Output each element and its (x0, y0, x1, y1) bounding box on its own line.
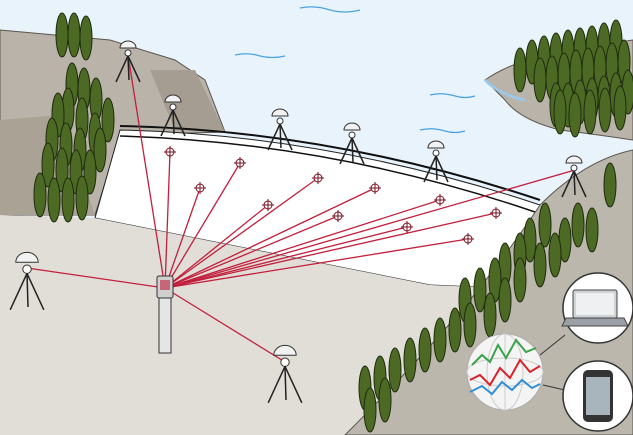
sight-line (164, 169, 576, 289)
sight-line (164, 238, 469, 289)
water-ripples (234, 6, 476, 134)
target-prism-icon (332, 210, 344, 222)
sight-line (164, 287, 286, 363)
gnss-tripod-icon (339, 122, 365, 165)
target-prism-icon (490, 207, 502, 219)
tree-icon (41, 142, 55, 188)
gnss-tripod-icon (115, 40, 141, 83)
sight-line (164, 204, 269, 289)
target-prism-icon (234, 157, 246, 169)
tree-icon (498, 277, 512, 323)
sight-line (164, 215, 339, 289)
target-prism-icon (462, 233, 474, 245)
tree-icon (603, 162, 617, 208)
tree-icon (613, 85, 627, 131)
chart-line-green (471, 338, 537, 366)
sight-line (164, 187, 201, 289)
target-prism-icon (194, 182, 206, 194)
sight-line (164, 226, 408, 289)
tree-icon (403, 337, 417, 383)
tree-icon (598, 87, 612, 133)
gnss-tripod-icon (160, 94, 186, 137)
gnss-tripod-icon (267, 108, 293, 151)
tree-icon (55, 12, 69, 58)
sight-lines (26, 54, 576, 363)
tree-icon (538, 202, 552, 248)
sight-line (26, 267, 166, 289)
tree-icon (93, 127, 107, 173)
tree-icon (513, 257, 527, 303)
tree-icon (67, 12, 81, 58)
sight-line (164, 199, 441, 289)
tree-icon (418, 327, 432, 373)
sight-line (127, 54, 166, 289)
tree-icon (473, 267, 487, 313)
gnss-tripod-icon (267, 344, 303, 404)
sight-line (164, 162, 241, 289)
tree-icon (75, 175, 89, 221)
total-station-icon (156, 275, 174, 354)
tree-icon (79, 15, 93, 61)
tree-icon (533, 57, 547, 103)
target-prism-icon (312, 172, 324, 184)
data-globe-icon (466, 333, 544, 411)
tree-icon (363, 387, 377, 433)
tree-icon (448, 307, 462, 353)
tree-icon (61, 177, 75, 223)
sight-line (164, 177, 319, 289)
tree-icon (101, 97, 115, 143)
tree-icon (83, 149, 97, 195)
dam-crest (119, 125, 541, 201)
tree-icon (433, 317, 447, 363)
target-prism-icon (434, 194, 446, 206)
tree-icon (47, 177, 61, 223)
tree-icon (583, 89, 597, 135)
target-prism-icon (164, 146, 176, 158)
tree-icon (553, 89, 567, 135)
gnss-tripods (9, 40, 587, 404)
sight-line (164, 212, 497, 289)
tree-icon (568, 92, 582, 138)
tree-icon (585, 207, 599, 253)
tree-icon (388, 347, 402, 393)
tree-icon (571, 202, 585, 248)
laptop-icon[interactable] (561, 272, 633, 344)
gnss-tripod-icon (9, 251, 45, 311)
tree-icon (378, 377, 392, 423)
chart-line-red (469, 358, 541, 387)
target-prism-icon (262, 199, 274, 211)
tree-icon (513, 47, 527, 93)
trees (33, 12, 633, 433)
tree-icon (533, 242, 547, 288)
sight-line (164, 187, 376, 289)
target-prism-icon (369, 182, 381, 194)
tree-icon (483, 292, 497, 338)
gnss-tripod-icon (423, 140, 449, 183)
gnss-tripod-icon (561, 155, 587, 198)
chart-line-blue (469, 378, 541, 396)
smartphone-icon[interactable] (562, 360, 633, 432)
tree-icon (463, 302, 477, 348)
targets (164, 146, 502, 245)
tree-icon (548, 232, 562, 278)
target-prism-icon (401, 221, 413, 233)
tree-icon (33, 172, 47, 218)
sight-line (164, 151, 171, 289)
